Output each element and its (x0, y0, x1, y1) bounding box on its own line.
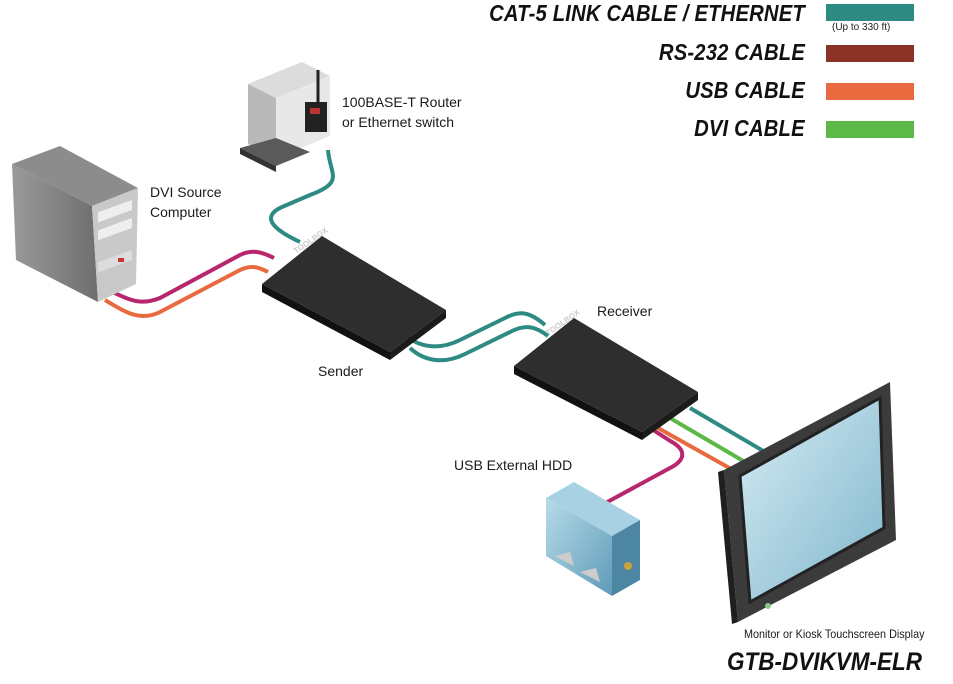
legend-label-rs232: RS-232 CABLE (658, 39, 805, 65)
usb-cable-receiver-monitor (657, 426, 734, 472)
sender-label: Sender (318, 363, 364, 379)
legend-swatch-usb (826, 83, 914, 100)
computer-label-line1: DVI Source (150, 184, 222, 200)
router-label-line1: 100BASE-T Router (342, 94, 462, 110)
monitor-label: Monitor or Kiosk Touchscreen Display (744, 627, 925, 641)
cat5-cable-receiver-monitor (688, 406, 767, 454)
external-hdd-icon (546, 482, 640, 596)
legend-label-dvi: DVI CABLE (694, 115, 805, 141)
legend-label-cat5: CAT-5 LINK CABLE / ETHERNET (489, 0, 805, 26)
router-label: 100BASE-T Router or Ethernet switch (342, 92, 462, 132)
legend-label-usb: USB CABLE (685, 77, 805, 103)
legend-swatch-dvi (826, 121, 914, 138)
computer-tower-icon (12, 146, 138, 302)
router-icon (240, 62, 330, 172)
dvi-cable-receiver-monitor (668, 416, 747, 464)
legend-note-cat5: (Up to 330 ft) (832, 22, 891, 33)
cat5-cable-sender-receiver-2 (408, 325, 550, 363)
monitor-icon (718, 382, 896, 624)
legend-swatch-cat5 (826, 4, 914, 21)
hdd-label: USB External HDD (454, 457, 573, 473)
cat5-cable-sender-receiver-1 (403, 311, 547, 349)
router-label-line2: or Ethernet switch (342, 114, 455, 130)
legend-swatch-rs232 (826, 45, 914, 62)
receiver-label: Receiver (597, 303, 653, 319)
sender-box-icon: TOOLBOX (262, 225, 446, 360)
dvi-cable-computer-sender (103, 264, 269, 319)
cat5-cable-router-sender (269, 149, 335, 244)
usb-cable-receiver-hdd (599, 426, 685, 508)
model-number: GTB-DVIKVM-ELR (727, 648, 922, 676)
usb-cable-computer-sender (107, 249, 275, 304)
computer-label-line2: Computer (150, 204, 212, 220)
receiver-box-icon: TOOLBOX (514, 307, 698, 440)
computer-label: DVI Source Computer (150, 182, 222, 222)
